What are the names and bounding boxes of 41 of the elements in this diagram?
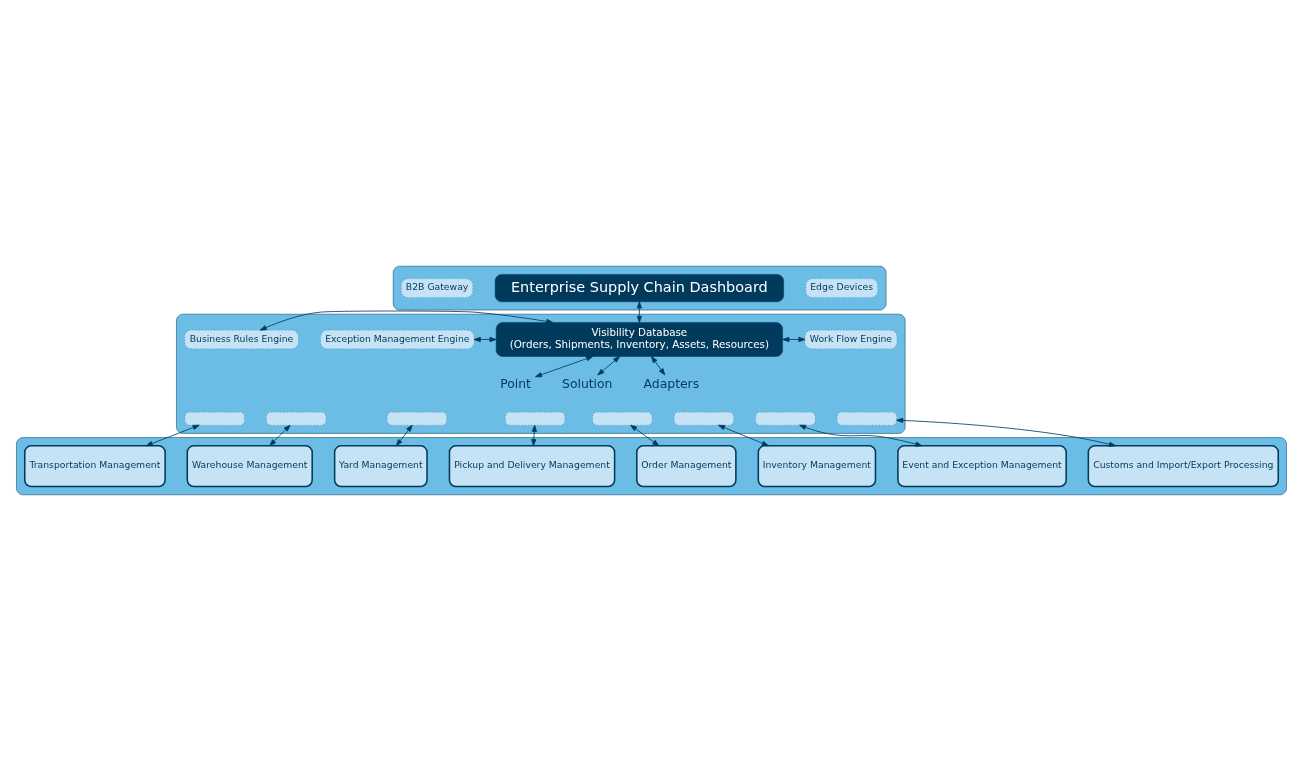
node-box [837,412,897,426]
node-text: Point [500,376,531,391]
node-box: Business Rules Engine [184,329,299,349]
node-text: Adapters [643,376,700,391]
arrow [259,310,554,331]
node-box: Warehouse Management [186,445,313,488]
node-box: Order Management [636,445,737,488]
node-text: Solution [562,376,613,391]
node-box: Customs and Import/Export Processing [1087,445,1280,488]
arrow [531,424,537,447]
node-box [387,412,447,426]
arrow [782,336,806,343]
arrow [896,417,1116,447]
arrow [651,356,666,376]
arrow [636,301,642,323]
node-box [505,412,566,426]
node-box [266,412,327,426]
node-box [184,412,245,426]
node-box: Pickup and Delivery Management [448,445,616,488]
node-box [755,412,816,426]
node-box [673,412,734,426]
arrow [718,424,769,447]
node-box: Inventory Management [757,445,877,488]
node-box: Yard Management [333,445,428,488]
node-box: Event and Exception Management [897,445,1067,488]
arrow [269,424,291,447]
node-box: Transportation Management [23,445,166,488]
node-box: Work Flow Engine [804,329,898,349]
node-box: Exception Management Engine [320,329,475,349]
arrow [395,424,413,447]
node-box: B2B Gateway [401,278,473,298]
arrow [473,336,497,343]
node-box [592,412,653,426]
node-box: Edge Devices [805,278,878,298]
node-box: Visibility Database (Orders, Shipments, Inventory, Assets, Resources) [495,322,783,357]
arrow [799,424,923,447]
arrow [630,424,660,447]
arrow [597,356,621,376]
arrow [145,424,200,447]
node-box: Enterprise Supply Chain Dashboard [494,274,784,303]
arrow [535,356,594,378]
